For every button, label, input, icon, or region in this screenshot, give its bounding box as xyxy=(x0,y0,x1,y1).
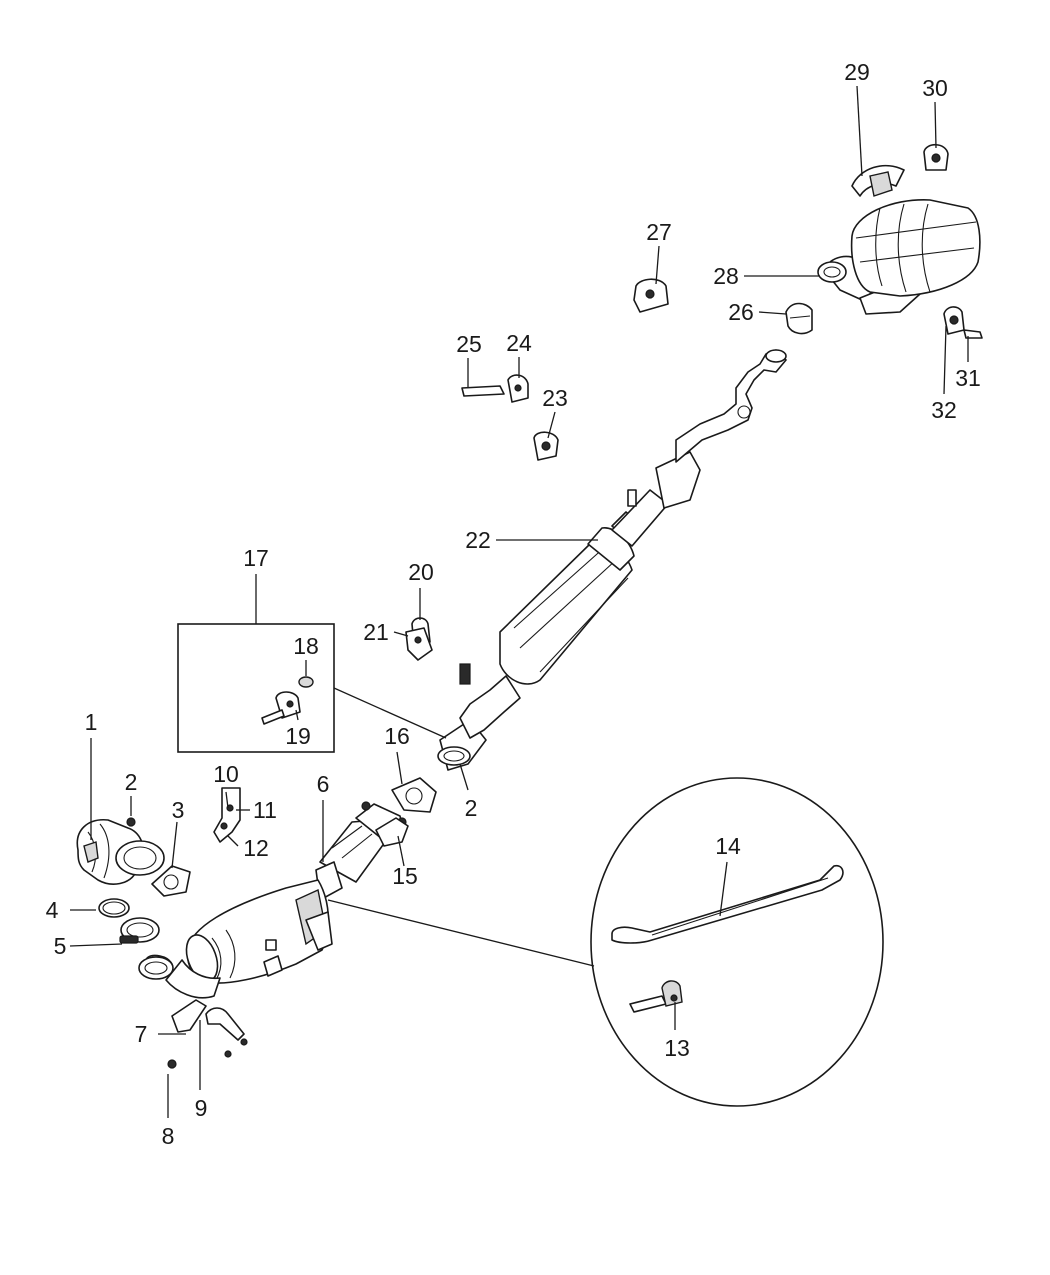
callout-7: 7 xyxy=(135,1021,148,1047)
callout-32: 32 xyxy=(931,397,957,423)
part-10-hanger-bracket xyxy=(213,787,241,843)
part-21-sensor xyxy=(405,627,433,661)
part-5-v-clamp xyxy=(119,917,160,944)
part-8-nut xyxy=(167,1059,177,1069)
callout-23: 23 xyxy=(542,385,568,411)
part-29-muffler-tailpipe xyxy=(817,164,981,315)
callout-numbers: 1 2 3 4 5 6 7 8 9 10 11 12 13 14 15 16 1… xyxy=(46,59,981,1149)
callout-18: 18 xyxy=(293,633,319,659)
part-30-isolator xyxy=(923,143,949,171)
callout-24: 24 xyxy=(506,330,532,356)
leader-lines xyxy=(69,85,969,1118)
callout-8: 8 xyxy=(162,1123,175,1149)
callout-12: 12 xyxy=(243,835,269,861)
callout-17: 17 xyxy=(243,545,269,571)
part-14-pressure-tube xyxy=(611,864,844,944)
callout-28: 28 xyxy=(713,263,739,289)
callout-9: 9 xyxy=(195,1095,208,1121)
part-2-nut xyxy=(126,817,136,827)
part-6-dpf-catalyst-assembly xyxy=(138,801,407,999)
callout-4: 4 xyxy=(46,897,59,923)
part-18-nut xyxy=(298,676,314,688)
part-13-sensor xyxy=(629,980,683,1013)
part-22-intermediate-pipe-scr xyxy=(437,349,787,771)
callout-2-left: 2 xyxy=(125,769,138,795)
part-19-sensor xyxy=(261,691,301,725)
part-15-gasket xyxy=(375,817,409,847)
part-32-hanger xyxy=(943,306,965,335)
callout-15: 15 xyxy=(392,863,418,889)
callout-16: 16 xyxy=(384,723,410,749)
callout-14: 14 xyxy=(715,833,741,859)
callout-25: 25 xyxy=(456,331,482,357)
part-25-sensor-lead xyxy=(461,385,505,397)
callout-26: 26 xyxy=(728,299,754,325)
detail-magnifier-circle xyxy=(590,777,884,1107)
callout-19: 19 xyxy=(285,723,311,749)
part-24-sensor xyxy=(507,374,529,403)
callout-22: 22 xyxy=(465,527,491,553)
callout-1: 1 xyxy=(85,709,98,735)
callout-21: 21 xyxy=(363,619,389,645)
callout-20: 20 xyxy=(408,559,434,585)
callout-2-right: 2 xyxy=(465,795,478,821)
callout-11: 11 xyxy=(253,797,277,823)
part-16-gasket xyxy=(391,777,437,813)
part-31-bolt xyxy=(963,329,983,339)
callout-27: 27 xyxy=(646,219,672,245)
callout-29: 29 xyxy=(844,59,870,85)
callout-10: 10 xyxy=(213,761,239,787)
part-9-support-strap xyxy=(205,1007,248,1058)
callout-5: 5 xyxy=(54,933,67,959)
callout-3: 3 xyxy=(172,797,185,823)
callout-30: 30 xyxy=(922,75,948,101)
part-4-seal-ring xyxy=(98,898,130,918)
part-26-clamp xyxy=(785,302,813,335)
callout-31: 31 xyxy=(955,365,981,391)
part-3-gasket xyxy=(151,865,191,897)
part-1-turbo-elbow xyxy=(76,819,165,885)
part-27-isolator xyxy=(633,278,669,313)
callout-6: 6 xyxy=(317,771,330,797)
part-23-isolator xyxy=(533,431,559,461)
callout-13: 13 xyxy=(664,1035,690,1061)
part-7-bracket xyxy=(171,999,207,1033)
